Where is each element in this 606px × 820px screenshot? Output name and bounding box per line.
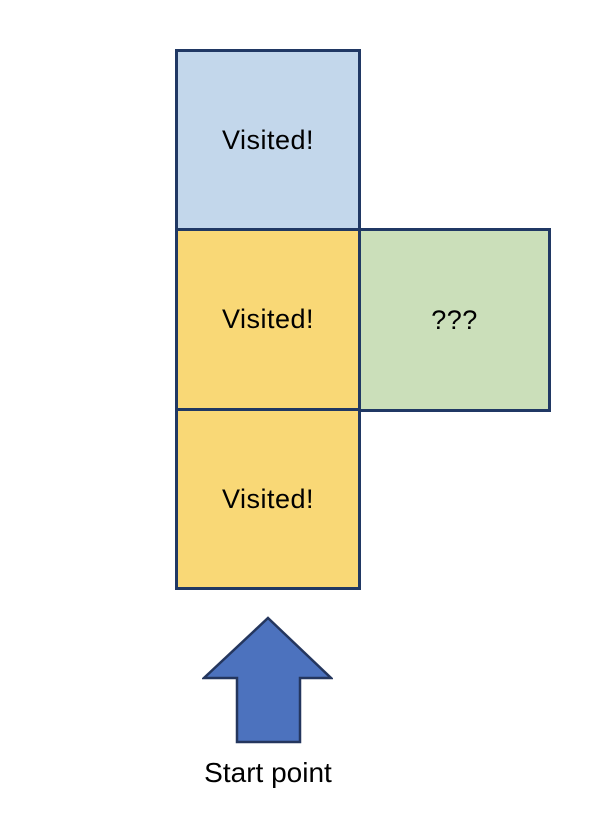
grid-cell-right-unknown: ??? [358,228,551,412]
cell-middle-label: Visited! [221,304,315,334]
up-arrow-shape [202,616,333,744]
up-arrow-icon [202,616,333,744]
cell-right-label: ??? [431,304,478,335]
start-point-label: Start point [204,757,332,788]
grid-cell-top-visited: Visited! [175,49,361,231]
cell-top-label: Visited! [221,124,315,155]
cell-bottom-label: Visited! [221,483,315,514]
grid-cell-bottom-visited: Visited! [175,408,361,590]
grid-cell-middle-visited: Visited! [175,228,361,411]
